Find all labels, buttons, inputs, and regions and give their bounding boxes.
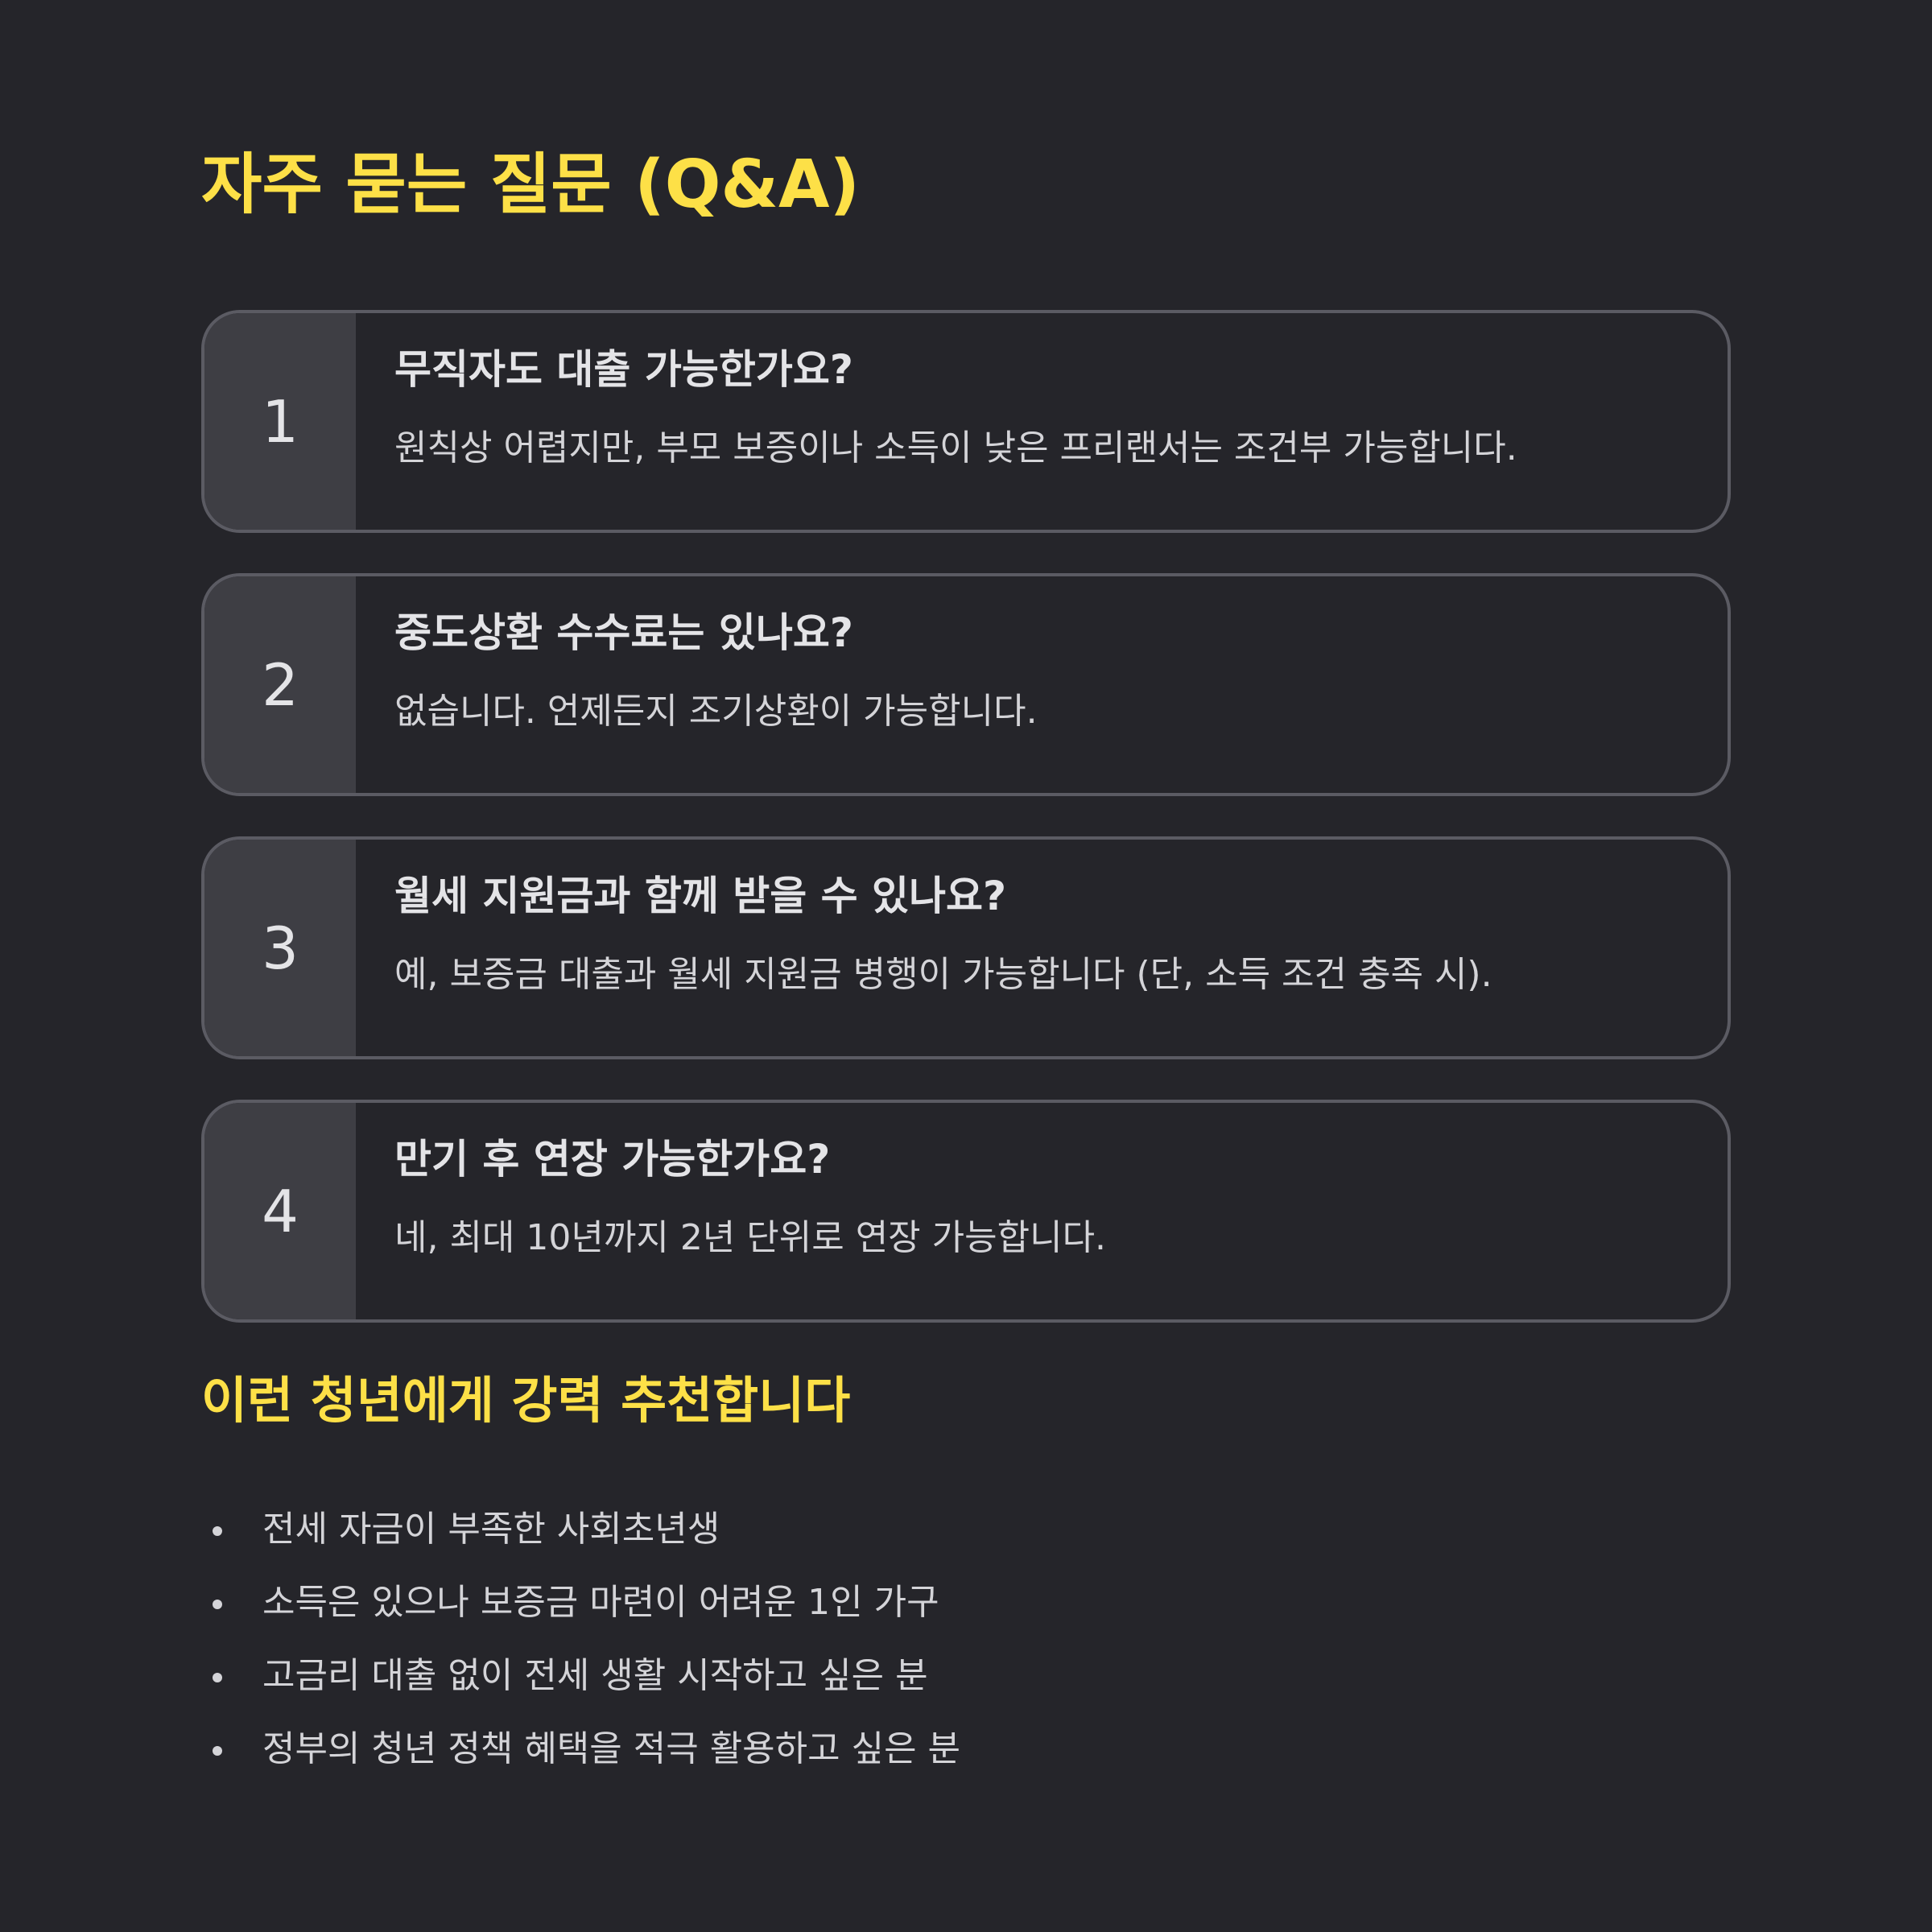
faq-card-2: 2 중도상환 수수료는 있나요? 없습니다. 언제든지 조기상환이 가능합니다. [201,573,1731,796]
faq-answer: 없습니다. 언제든지 조기상환이 가능합니다. [394,691,1038,732]
bullet-dot-icon [213,1673,222,1682]
faq-number: 4 [204,1103,356,1319]
faq-number: 1 [204,313,356,530]
bullet-dot-icon [213,1600,222,1609]
faq-question: 중도상환 수수료는 있나요? [394,609,853,656]
faq-body: 중도상환 수수료는 있나요? 없습니다. 언제든지 조기상환이 가능합니다. [356,576,1038,793]
faq-answer: 원칙상 어렵지만, 부모 보증이나 소득이 낮은 프리랜서는 조건부 가능합니다… [394,427,1517,469]
list-item: 고금리 대출 없이 전세 생활 시작하고 싶은 분 [201,1644,960,1717]
faq-number: 2 [204,576,356,793]
faq-body: 무직자도 대출 가능한가요? 원칙상 어렵지만, 부모 보증이나 소득이 낮은 … [356,313,1517,530]
list-item: 정부의 청년 정책 혜택을 적극 활용하고 싶은 분 [201,1717,960,1790]
faq-card-3: 3 월세 지원금과 함께 받을 수 있나요? 예, 보증금 대출과 월세 지원금… [201,836,1731,1059]
faq-answer: 네, 최대 10년까지 2년 단위로 연장 가능합니다. [394,1217,1107,1258]
faq-card-1: 1 무직자도 대출 가능한가요? 원칙상 어렵지만, 부모 보증이나 소득이 낮… [201,310,1731,533]
list-item-text: 고금리 대출 없이 전세 생활 시작하고 싶은 분 [262,1655,928,1696]
faq-question: 월세 지원금과 함께 받을 수 있나요? [394,873,1007,919]
recommend-section-title: 이런 청년에게 강력 추천합니다 [201,1371,851,1430]
faq-number: 3 [204,840,356,1056]
bullet-dot-icon [213,1526,222,1536]
faq-question: 무직자도 대출 가능한가요? [394,346,853,393]
faq-body: 만기 후 연장 가능한가요? 네, 최대 10년까지 2년 단위로 연장 가능합… [356,1103,1106,1319]
bullet-dot-icon [213,1746,222,1756]
list-item-text: 전세 자금이 부족한 사회초년생 [262,1509,720,1550]
faq-list: 1 무직자도 대출 가능한가요? 원칙상 어렵지만, 부모 보증이나 소득이 낮… [201,310,1731,1363]
recommend-list: 전세 자금이 부족한 사회초년생 소득은 있으나 보증금 마련이 어려운 1인 … [201,1497,960,1790]
list-item: 소득은 있으나 보증금 마련이 어려운 1인 가구 [201,1571,960,1644]
faq-body: 월세 지원금과 함께 받을 수 있나요? 예, 보증금 대출과 월세 지원금 병… [356,840,1492,1056]
faq-card-4: 4 만기 후 연장 가능한가요? 네, 최대 10년까지 2년 단위로 연장 가… [201,1100,1731,1323]
list-item: 전세 자금이 부족한 사회초년생 [201,1497,960,1571]
list-item-text: 소득은 있으나 보증금 마련이 어려운 1인 가구 [262,1582,939,1623]
faq-question: 만기 후 연장 가능한가요? [394,1136,831,1183]
page-title: 자주 묻는 질문 (Q&A) [201,147,860,223]
faq-answer: 예, 보증금 대출과 월세 지원금 병행이 가능합니다 (단, 소득 조건 충족… [394,954,1492,995]
list-item-text: 정부의 청년 정책 혜택을 적극 활용하고 싶은 분 [262,1728,961,1769]
